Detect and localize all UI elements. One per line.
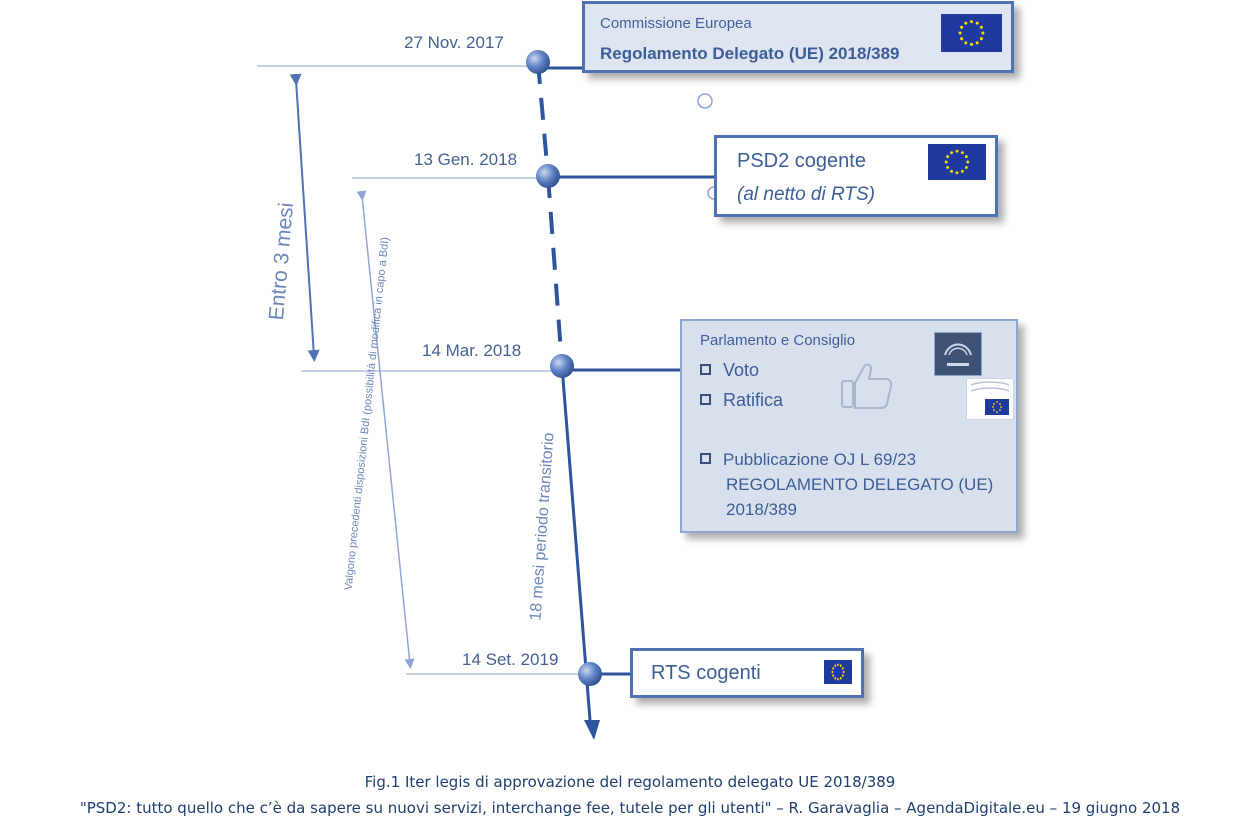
milestone-node-2 bbox=[536, 164, 560, 188]
psd2-box: PSD2 cogente (al netto di RTS) bbox=[714, 135, 998, 217]
checkbox-icon bbox=[700, 453, 711, 464]
item-label: Ratifica bbox=[723, 390, 784, 410]
regolamento-number: 2018/389 bbox=[726, 500, 797, 519]
item-label: Voto bbox=[723, 360, 760, 380]
milestone-date: 14 Mar. 2018 bbox=[422, 341, 522, 360]
milestone-date: 27 Nov. 2017 bbox=[404, 33, 504, 52]
milestone-node-3 bbox=[550, 354, 574, 378]
entro-3-mesi-arrow bbox=[289, 73, 320, 362]
eu-flag-icon bbox=[928, 144, 986, 180]
milestone-node-1 bbox=[526, 50, 550, 74]
parlamento-header: Parlamento e Consiglio bbox=[700, 332, 856, 349]
checklist-item-ratifica: Ratifica bbox=[700, 390, 783, 411]
figure-source: "PSD2: tutto quello che c’è da sapere su… bbox=[79, 799, 1181, 817]
timeline-arrowhead bbox=[584, 720, 600, 740]
valgono-arrow bbox=[356, 190, 415, 669]
rts-box: RTS cogenti bbox=[630, 648, 864, 698]
periodo-transitorio-label: 18 mesi periodo transitorio bbox=[527, 432, 557, 621]
european-parliament-logo-icon bbox=[934, 332, 982, 376]
milestone-date: 14 Set. 2019 bbox=[462, 650, 559, 669]
rts-label: RTS cogenti bbox=[651, 662, 761, 684]
timeline-dashed-1 bbox=[536, 61, 550, 177]
commissione-header: Commissione Europea bbox=[600, 15, 752, 32]
timeline-dashed-2 bbox=[546, 175, 564, 367]
checklist-item-pubblicazione: Pubblicazione OJ L 69/23 bbox=[700, 450, 916, 470]
milestone-date: 13 Gen. 2018 bbox=[414, 150, 518, 169]
psd2-line1: PSD2 cogente bbox=[737, 150, 866, 172]
psd2-line2: (al netto di RTS) bbox=[737, 184, 875, 205]
thumbs-up-icon bbox=[840, 361, 894, 411]
eu-flag-icon bbox=[941, 14, 1002, 52]
regolamento-line: REGOLAMENTO DELEGATO (UE) bbox=[726, 475, 994, 494]
council-eu-logo-icon bbox=[966, 378, 1014, 420]
entro-3-mesi-label: Entro 3 mesi bbox=[265, 202, 298, 321]
decorative-circle bbox=[697, 93, 713, 109]
eu-flag-icon bbox=[824, 660, 852, 684]
parlamento-box: Parlamento e Consiglio Voto Ratifica Pub… bbox=[680, 319, 1018, 533]
checklist-item-voto: Voto bbox=[700, 360, 759, 381]
checkbox-icon bbox=[700, 394, 711, 405]
commissione-title: Regolamento Delegato (UE) 2018/389 bbox=[600, 44, 900, 63]
checkbox-icon bbox=[700, 364, 711, 375]
milestone-node-4 bbox=[578, 662, 602, 686]
figure-caption: Fig.1 Iter legis di approvazione del reg… bbox=[364, 773, 896, 791]
commissione-box: Commissione Europea Regolamento Delegato… bbox=[582, 1, 1014, 73]
timeline-solid bbox=[560, 365, 592, 721]
item-label: Pubblicazione OJ L 69/23 bbox=[723, 450, 917, 469]
